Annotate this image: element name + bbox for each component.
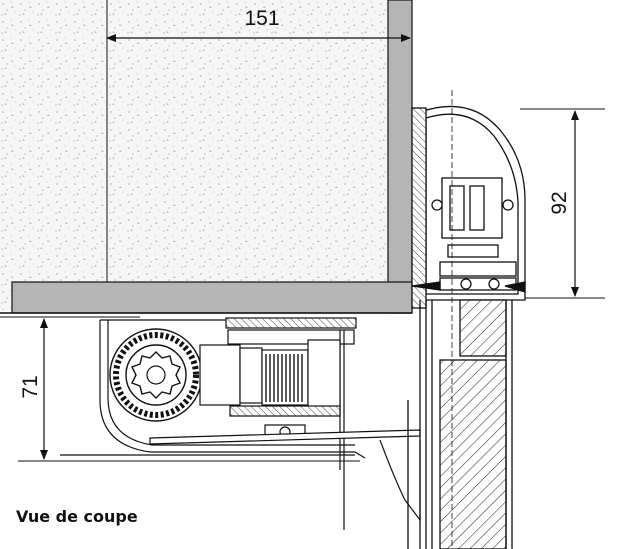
shutter-cassette: [411, 105, 526, 309]
dimension-height-left-label: 71: [19, 375, 42, 398]
motor-body: [199, 339, 341, 440]
section-view-caption: Vue de coupe: [16, 507, 138, 526]
guide-rail: [407, 299, 513, 549]
dimension-height-right: 92: [520, 108, 605, 299]
motor-housing: [99, 317, 366, 530]
dimension-width: 151: [106, 7, 411, 42]
concrete-lintel: [0, 0, 413, 314]
motor-gear: [109, 328, 203, 422]
dimension-height-right-label: 92: [548, 191, 571, 214]
dimension-height-left: 71: [0, 316, 360, 462]
bottom-bracket: [60, 429, 421, 522]
dimension-width-label: 151: [244, 7, 279, 30]
